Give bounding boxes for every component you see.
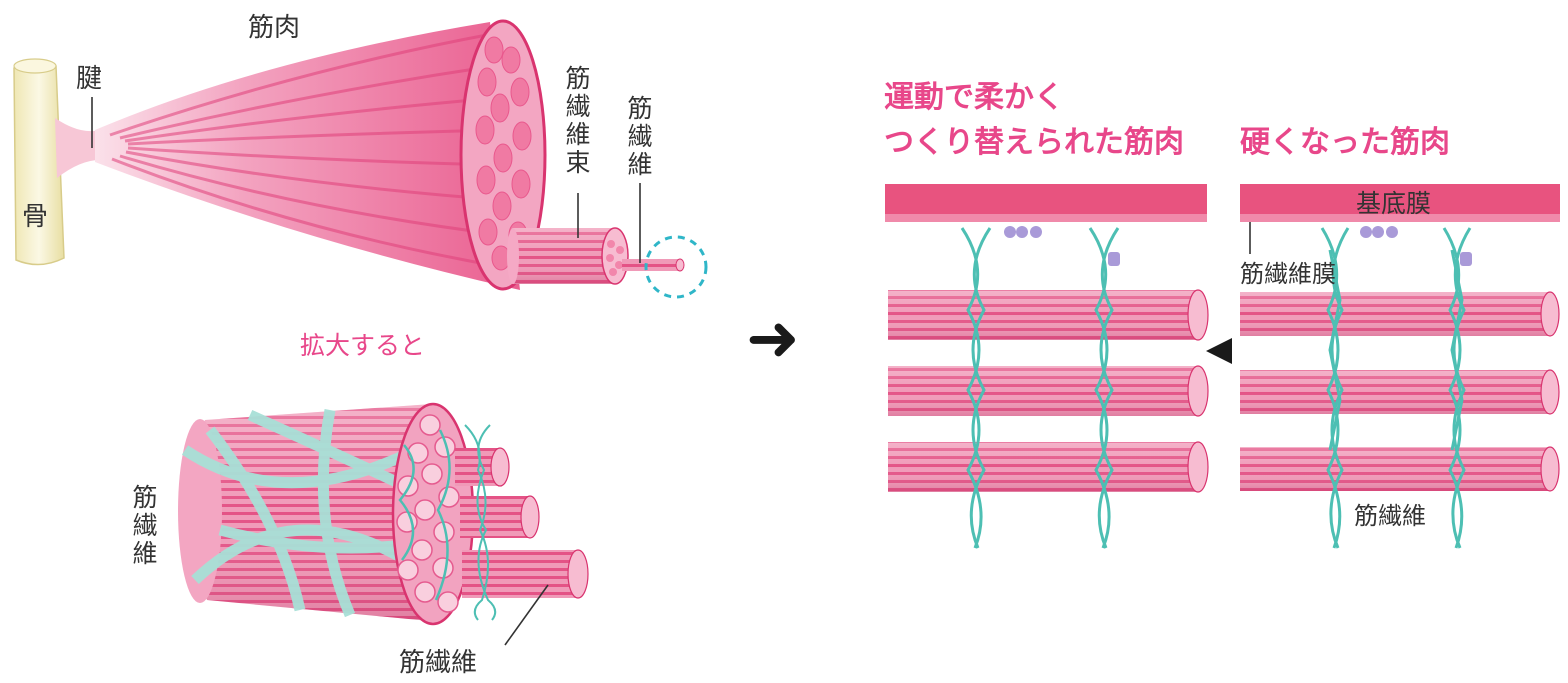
muscle-belly-shape <box>95 22 520 290</box>
flexible-title-line1: 運動で柔かく <box>884 83 1064 113</box>
magnified-bundle <box>178 404 473 624</box>
fiber-top-label: 筋 繊 維 <box>625 95 655 179</box>
fascicle-bundle <box>507 228 628 284</box>
bone-label: 骨 <box>22 204 48 230</box>
stiff-fiber-rows <box>1240 292 1559 491</box>
flexible-muscle-panel <box>885 184 1208 548</box>
tendon-shape <box>55 118 100 178</box>
flexible-title-line2: つくり替えられた筋肉 <box>884 128 1184 158</box>
basement-membrane-label: 基底膜 <box>1356 191 1431 216</box>
fiber-bottom-label: 筋繊維 <box>399 650 477 676</box>
fiber-right-label: 筋繊維 <box>1354 504 1426 528</box>
muscle-label: 筋肉 <box>248 15 300 41</box>
transition-arrow: ➜ <box>746 307 800 371</box>
endomysium-label: 筋繊維膜 <box>1240 262 1336 286</box>
stiff-title: 硬くなった筋肉 <box>1240 128 1450 158</box>
stiff-muscle-panel <box>1240 184 1560 548</box>
protruding-fibers <box>455 425 588 620</box>
fascicle-label: 筋 繊 維 束 <box>563 65 593 177</box>
zoom-caption: 拡大すると <box>300 333 425 358</box>
tendon-label: 腱 <box>76 66 102 92</box>
flexible-fiber-rows <box>888 290 1208 492</box>
fiber-left-label: 筋 繊 維 <box>130 484 160 568</box>
pointer-triangle <box>1206 338 1232 364</box>
single-fiber <box>622 237 706 297</box>
